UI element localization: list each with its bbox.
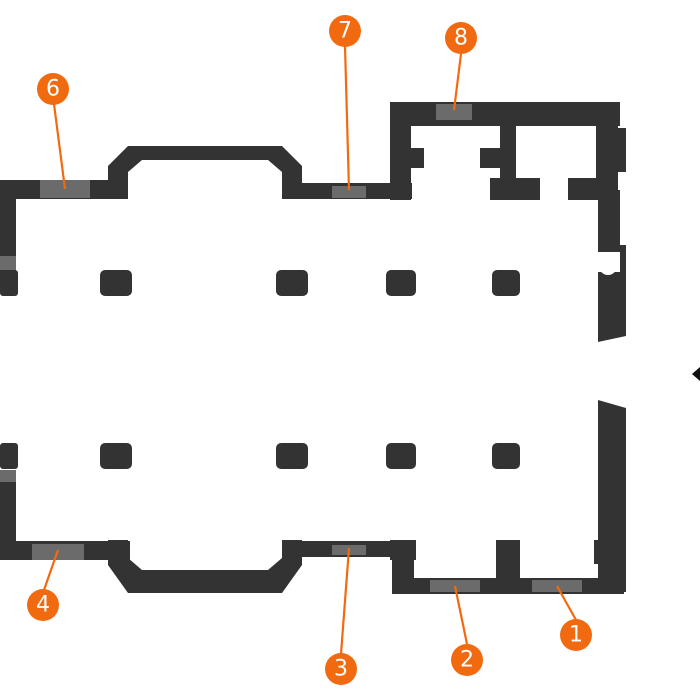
marker-4[interactable]: 4 [27,589,59,621]
marker-7-label: 7 [338,19,352,44]
marker-6-label: 6 [46,77,60,102]
marker-4-label: 4 [36,593,50,618]
marker-2[interactable]: 2 [451,644,483,676]
walls [0,102,626,594]
marker-1[interactable]: 1 [560,619,592,651]
marker-2-label: 2 [460,648,474,673]
marker-6[interactable]: 6 [37,73,69,105]
arrow-left-icon [692,367,700,381]
window-west-north [0,256,16,270]
marker-3-label: 3 [334,657,348,682]
leader-lines [42,45,577,655]
marker-7[interactable]: 7 [329,15,361,47]
marker-3[interactable]: 3 [325,653,357,685]
window-west-south [0,470,16,482]
marker-8-label: 8 [454,26,468,51]
marker-1-label: 1 [569,623,583,648]
north-bay-wall [108,146,302,199]
south-bay-wall [108,540,302,593]
piers [0,270,520,469]
east-niche [599,257,617,275]
marker-8[interactable]: 8 [445,22,477,54]
window-7 [332,186,366,198]
window-8 [436,104,472,120]
